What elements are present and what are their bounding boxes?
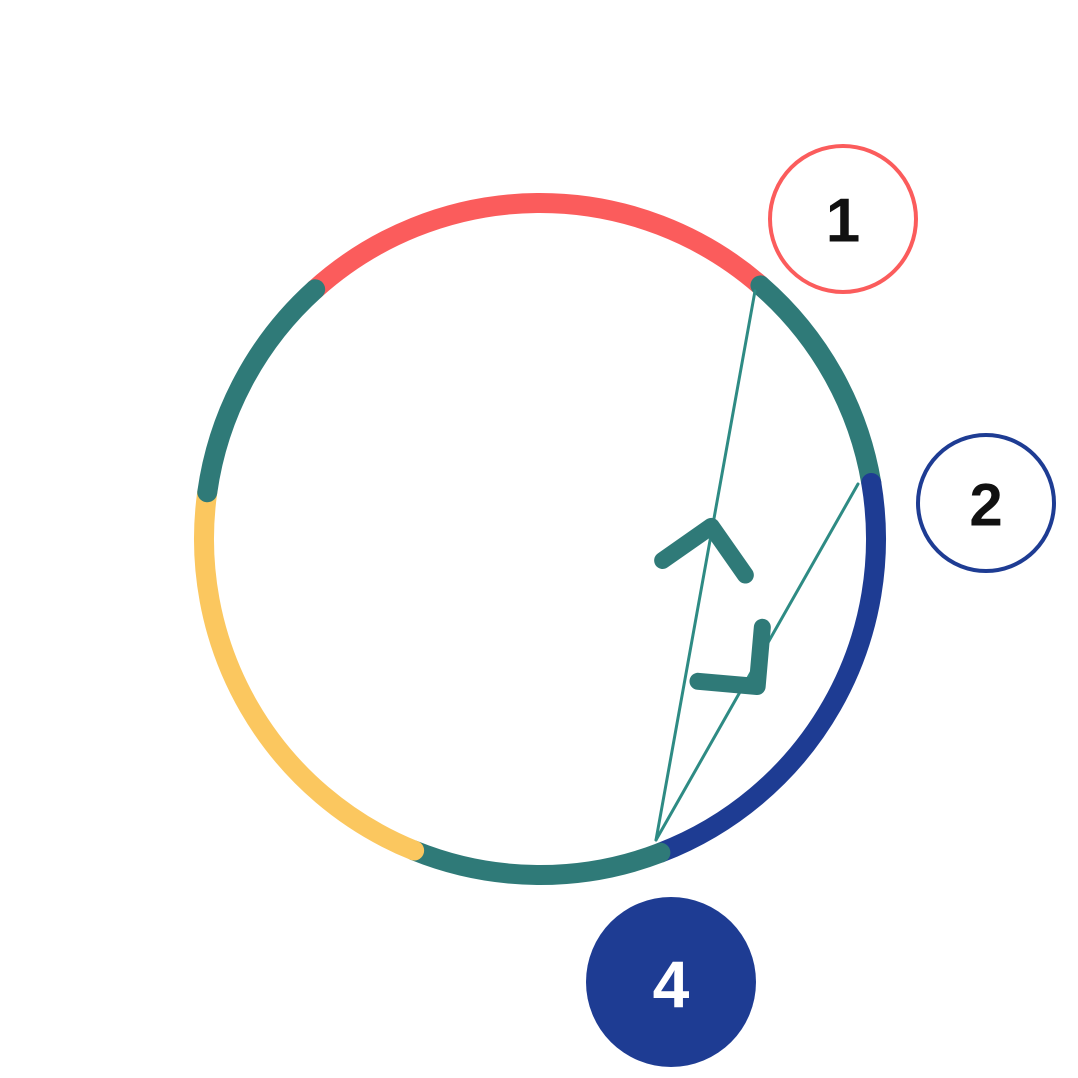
chord-1 xyxy=(654,289,757,842)
badge-4[interactable]: 4 xyxy=(586,897,756,1067)
arc-blue-right xyxy=(650,472,886,863)
badge-4-label: 4 xyxy=(653,947,690,1021)
badge-group: 1 2 4 xyxy=(586,144,1056,1067)
badge-1-label: 1 xyxy=(826,187,860,256)
badge-2-label: 2 xyxy=(969,472,1002,539)
arc-group xyxy=(194,193,886,885)
angle-marker-upper xyxy=(654,517,754,584)
badge-1[interactable]: 1 xyxy=(768,144,918,294)
arc-teal-upper-right xyxy=(750,275,882,493)
arc-yellow-left xyxy=(194,482,425,861)
arc-teal-bottom xyxy=(404,840,671,885)
badge-2[interactable]: 2 xyxy=(916,433,1056,573)
badge-1-circle xyxy=(768,144,918,294)
angle-marker-group xyxy=(654,517,771,695)
angle-marker-lower xyxy=(689,618,771,695)
arc-teal-upper-left xyxy=(197,279,326,503)
badge-2-circle xyxy=(916,433,1056,573)
arc-red-top xyxy=(305,193,771,300)
badge-4-circle xyxy=(586,897,756,1067)
